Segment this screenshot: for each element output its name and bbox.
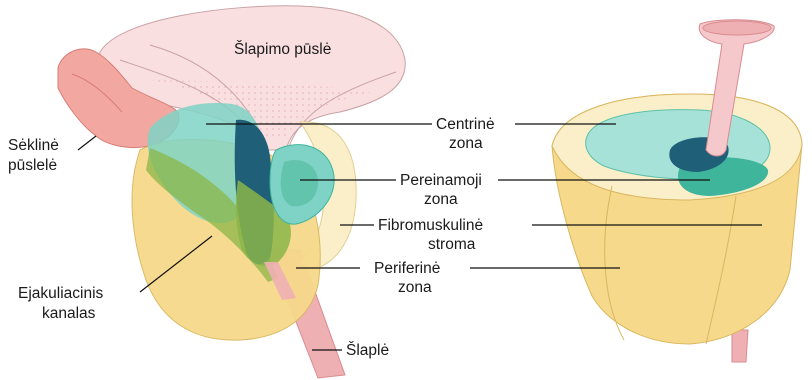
urethra-trumpet-opening <box>703 21 771 35</box>
label-ejaculatory-duct-line2: kanalas <box>42 305 96 322</box>
sagittal-view <box>58 6 405 378</box>
label-seminal-vesicle-line2: pūslelė <box>8 157 57 174</box>
label-peripheral-zone-line1: Periferinė <box>374 260 440 277</box>
label-seminal-vesicle-line1: Sėklinė <box>8 137 59 154</box>
label-stroma-line1: Fibromuskulinė <box>378 217 483 234</box>
label-urethra: Šlaplė <box>346 342 389 359</box>
label-bladder: Šlapimo pūslė <box>234 41 331 58</box>
label-peripheral-zone-line2: zona <box>398 279 432 296</box>
cross-section-view <box>552 20 802 362</box>
urethra-bottom-tube <box>732 330 748 362</box>
label-central-zone-line2: zona <box>449 135 483 152</box>
label-ejaculatory-duct-line1: Ejakuliacinis <box>18 285 104 302</box>
label-central-zone-line1: Centrinė <box>436 116 495 133</box>
label-transition-zone-line2: zona <box>424 191 458 208</box>
label-stroma-line2: stroma <box>428 236 476 253</box>
seminal-vesicle-leader <box>78 136 96 150</box>
label-transition-zone-line1: Pereinamoji <box>400 172 482 189</box>
